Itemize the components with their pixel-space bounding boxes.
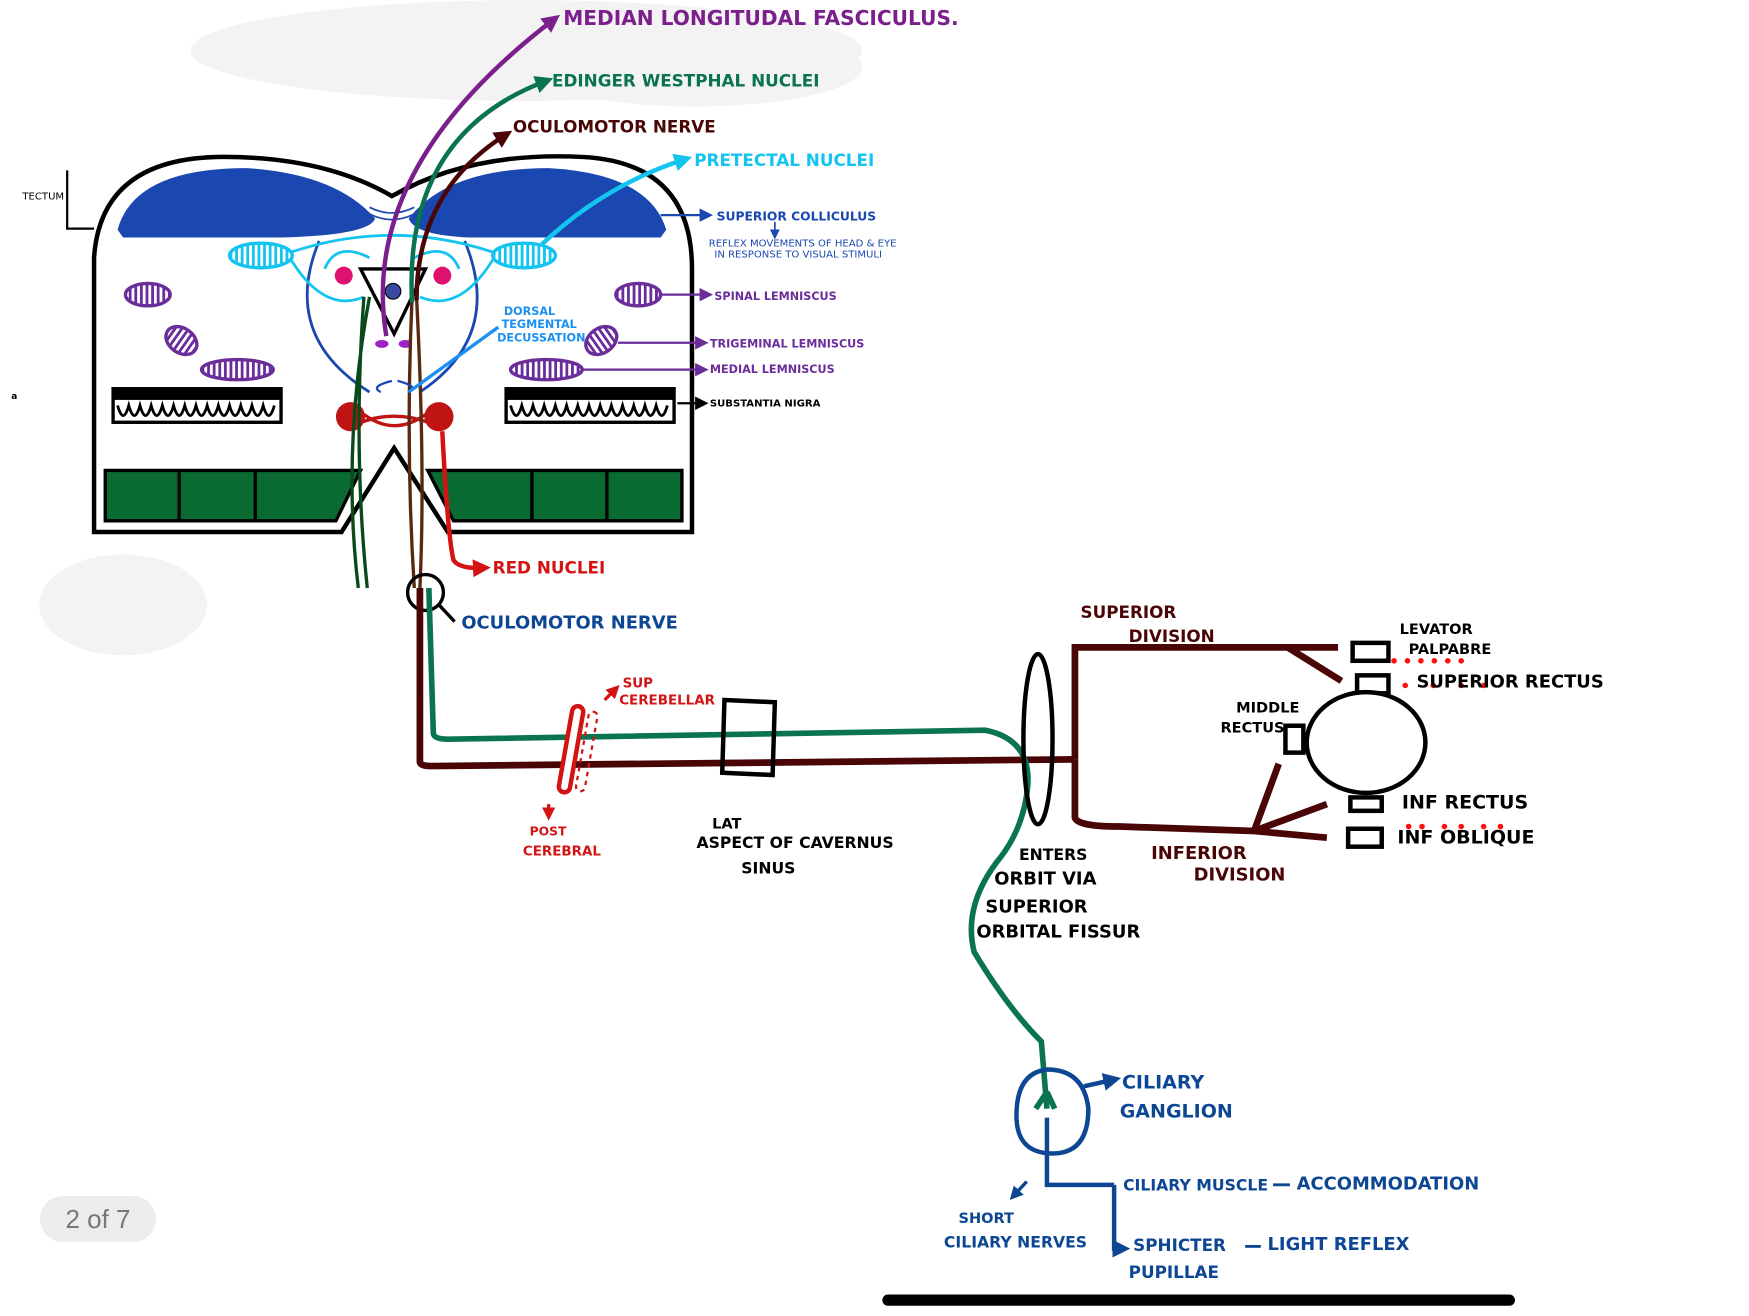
label-inferior-division-2: DIVISION [1194,864,1286,885]
label-inf-rectus: INF RECTUS [1402,792,1528,814]
label-ciliary-muscle: CILIARY MUSCLE [1123,1175,1268,1194]
label-light-reflex: LIGHT REFLEX [1268,1234,1410,1255]
label-trigeminal-lemniscus: TRIGEMINAL LEMNISCUS [710,337,864,350]
label-orbit-1: ENTERS [1019,845,1088,864]
label-short-ciliary-2: CILIARY NERVES [944,1233,1087,1252]
label-mlf: MEDIAN LONGITUDAL FASCICULUS. [563,6,958,30]
label-spinal-lemniscus: SPINAL LEMNISCUS [714,290,836,303]
label-inferior-division-1: INFERIOR [1151,843,1247,864]
label-ciliary-ganglion-2: GANGLION [1120,1101,1233,1123]
label-sphincter-2: PUPILLAE [1129,1262,1219,1282]
eye-and-muscles [1283,640,1428,849]
ciliary-ganglion [1014,1067,1091,1156]
label-middle-rectus-1: MIDDLE [1236,699,1299,716]
label-superior-division-2: DIVISION [1129,626,1215,646]
label-orbit-2: ORBIT VIA [994,869,1096,890]
label-cavernous-2: ASPECT OF CAVERNUS [696,833,893,852]
oculomotor-top-arrow [414,130,513,301]
label-inf-oblique: INF OBLIQUE [1397,826,1534,848]
label-sphincter-1: SPHICTER [1133,1235,1226,1255]
page-indicator: 2 of 7 [40,1196,156,1242]
label-cavernous-3: SINUS [741,859,795,878]
superior-orbital-fissure [1021,651,1055,827]
label-accommodation: ACCOMMODATION [1297,1173,1480,1194]
background-smudges [39,0,863,656]
label-dorsal-tegmental-2: TEGMENTAL [502,318,577,331]
label-cavernous-1: LAT [712,816,741,833]
red-nuclei-arrow [440,431,491,578]
label-sc-note-1: REFLEX MOVEMENTS OF HEAD & EYE [709,239,897,250]
label-short-ciliary-1: SHORT [958,1210,1014,1227]
superior-division [1071,644,1344,760]
label-sup-cerebellar-1: SUP [623,677,654,692]
posterior-cerebral-artery [556,703,586,795]
label-medial-lemniscus: MEDIAL LEMNISCUS [710,363,835,376]
label-oculomotor-nerve: OCULOMOTOR NERVE [461,612,678,633]
label-sup-cerebellar-2: CEREBELLAR [619,693,715,708]
edinger-westphal-arrow [409,76,554,303]
label-superior-colliculus: SUPERIOR COLLICULUS [717,210,876,224]
label-edinger-westphal: EDINGER WESTPHAL NUCLEI [552,70,819,90]
label-sc-note-2: IN RESPONSE TO VISUAL STIMULI [714,250,882,261]
home-indicator[interactable] [882,1294,1515,1306]
label-post-cerebral-2: CEREBRAL [523,845,601,860]
pretectal-arrow [540,153,693,246]
label-levator-2: PALPABRE [1409,641,1492,658]
label-post-cerebral-1: POST [530,824,567,838]
label-levator-1: LEVATOR [1400,621,1473,638]
label-orbit-4: ORBITAL FISSUR [976,921,1140,942]
label-superior-division-1: SUPERIOR [1081,602,1177,622]
label-dorsal-tegmental-1: DORSAL [504,305,555,318]
label-superior-rectus: SUPERIOR RECTUS [1416,672,1603,693]
oculomotor-nerve-trunk [416,588,1075,770]
label-tectum: TECTUM [21,191,64,202]
label-orbit-3: SUPERIOR [985,897,1087,918]
label-middle-rectus-2: RECTUS [1220,719,1284,736]
label-red-nuclei: RED NUCLEI [493,557,606,577]
label-substantia-nigra: SUBSTANTIA NIGRA [710,399,821,410]
label-dorsal-tegmental-3: DECUSSATION [497,332,585,345]
superior-cerebellar-artery [574,710,599,793]
inferior-division [1071,759,1329,842]
cavernous-sinus [719,697,778,778]
stray-mark: a [11,392,17,402]
superior-colliculus-right [408,168,667,238]
label-oculomotor-top: OCULOMOTOR NERVE [513,116,716,136]
nerve-exit-loop [405,572,446,613]
label-ciliary-ganglion-1: CILIARY [1122,1072,1205,1094]
mlf-arrow [380,14,560,337]
labels: MEDIAN LONGITUDAL FASCICULUS. EDINGER WE… [11,6,1604,1282]
label-pretectal: PRETECTAL NUCLEI [694,150,874,170]
midbrain-cross-section [91,154,695,589]
superior-colliculus-left [117,168,376,238]
parasympathetic-fibers [426,587,1058,1111]
